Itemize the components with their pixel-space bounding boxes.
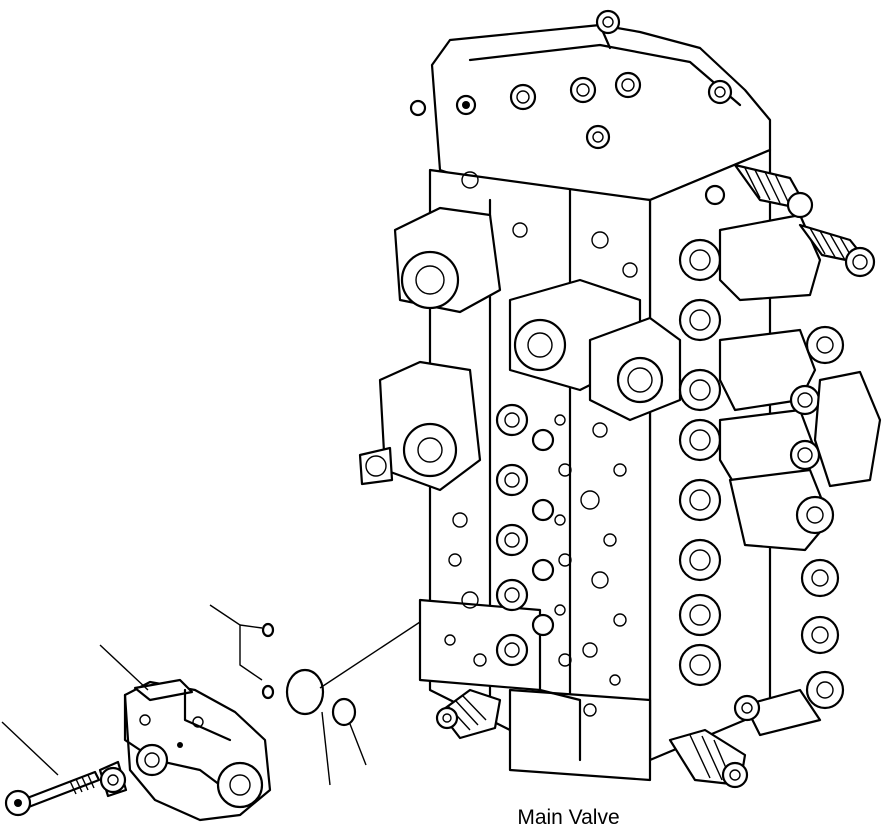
o-ring-parts [261,622,357,727]
bolt-part [4,770,101,817]
diagram-caption: Main Valve [517,806,620,829]
main-valve-body [358,9,882,789]
leader-lines [1,604,421,786]
end-cover-part [98,678,272,822]
